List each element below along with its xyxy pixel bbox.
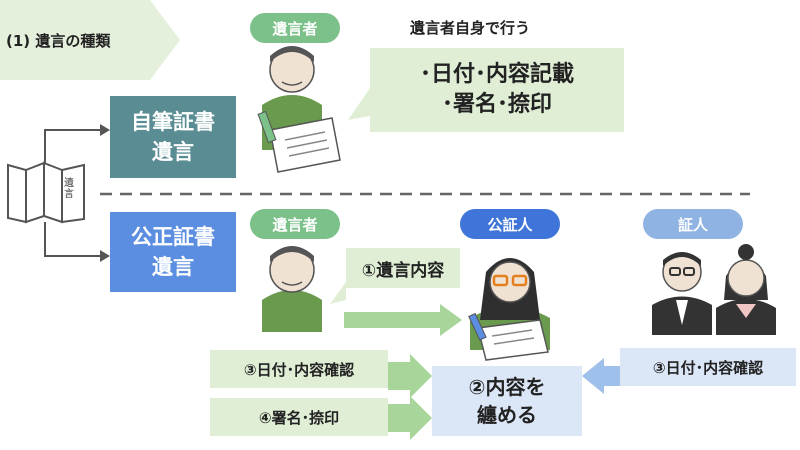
- document-label: 遺言: [64, 178, 74, 200]
- notary-illustration: [468, 258, 550, 361]
- arrow-step4-to-center: [388, 396, 432, 440]
- notarial-testator-pill: 遺言者: [250, 209, 340, 239]
- connector-arrowhead-top: [100, 124, 110, 136]
- notarial-will-box: 公正証書 遺言: [110, 212, 236, 292]
- step1-bubble-tail: [330, 282, 346, 304]
- connector-lines: [44, 129, 100, 257]
- witness-pill: 証人: [643, 209, 743, 239]
- holograph-testator-pill: 遺言者: [250, 13, 340, 43]
- arrow-testator-to-notary: [344, 304, 462, 336]
- holograph-title-line2: 遺言: [152, 140, 194, 164]
- section-label: (1) 遺言の種類: [6, 32, 111, 50]
- arrow-witness-to-center: [582, 358, 620, 394]
- connector-arrowhead-bottom: [100, 250, 110, 262]
- step3-left-box: ③日付･内容確認: [210, 350, 388, 388]
- step2-line2: 纏める: [477, 403, 537, 427]
- witnesses-illustration: [652, 244, 776, 335]
- notary-pill: 公証人: [460, 209, 560, 239]
- notarial-title-line2: 遺言: [152, 255, 194, 279]
- notarial-title-line1: 公正証書: [131, 225, 215, 249]
- holograph-testator-illustration: [257, 46, 341, 173]
- holograph-steps-bubble: ･日付･内容記載 ･署名･捺印: [370, 48, 624, 132]
- step2-box: ②内容を 纏める: [432, 366, 582, 436]
- holograph-steps-line1: ･日付･内容記載: [419, 62, 574, 87]
- holograph-bubble-tail: [348, 88, 370, 120]
- arrow-step3-to-center: [388, 354, 432, 398]
- holograph-note: 遺言者自身で行う: [410, 19, 531, 37]
- step3-right-box: ③日付･内容確認: [620, 348, 796, 386]
- holograph-title-line1: 自筆証書: [131, 110, 215, 134]
- step1-bubble: ①遺言内容: [346, 248, 460, 288]
- notarial-testator-illustration: [262, 246, 322, 332]
- step2-line1: ②内容を: [468, 375, 546, 399]
- section-chevron: [0, 0, 180, 80]
- step4-box: ④署名･捺印: [210, 398, 388, 436]
- holograph-will-box: 自筆証書 遺言: [110, 96, 236, 178]
- holograph-steps-line2: ･署名･捺印: [441, 92, 552, 117]
- document-icon: [7, 161, 85, 224]
